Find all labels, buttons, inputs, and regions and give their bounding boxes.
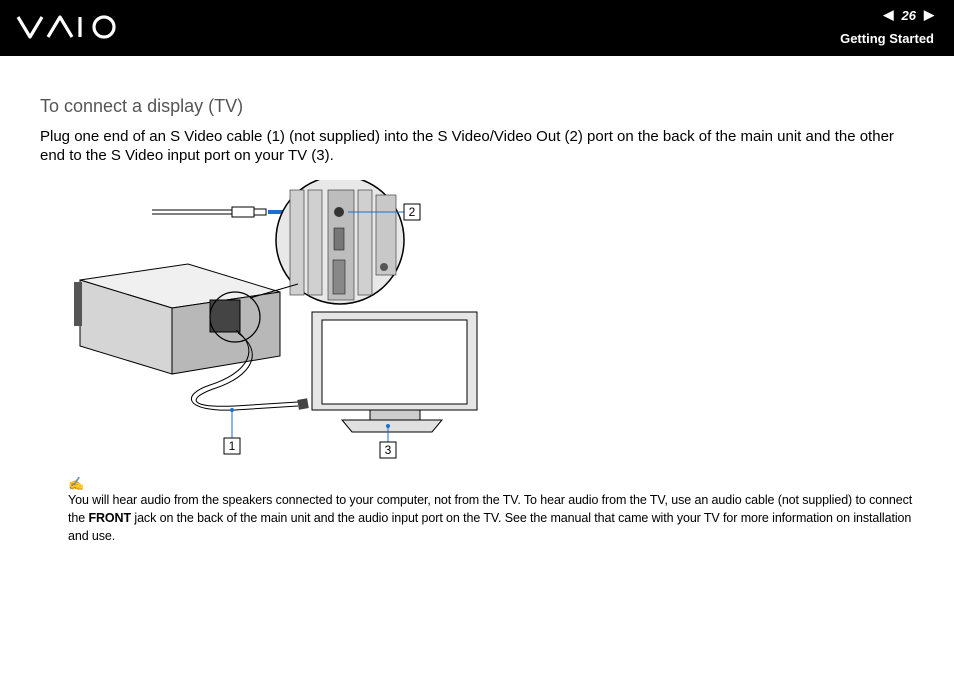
- s-video-cable-plug: [152, 206, 267, 218]
- front-jack-label: FRONT: [88, 511, 132, 525]
- note-text-part: You will hear audio from the speakers co…: [68, 493, 913, 525]
- page-nav: ◀ 26 ▶: [884, 7, 934, 23]
- page-header: ◀ 26 ▶ Getting Started: [0, 0, 954, 56]
- callout-2: 2: [348, 203, 421, 221]
- section-title: Getting Started: [840, 31, 934, 46]
- callout-1: 1: [223, 408, 241, 455]
- tv-display: [311, 311, 478, 433]
- left-triangle-icon[interactable]: ◀: [883, 7, 894, 22]
- callout-1-label: 1: [229, 439, 236, 453]
- pencil-note-icon: ✍: [68, 476, 85, 491]
- page-number: 26: [901, 7, 916, 23]
- connection-diagram: 1 2 3: [74, 180, 478, 459]
- callout-3-label: 3: [385, 443, 392, 457]
- instruction-text: Plug one end of an S Video cable (1) (no…: [40, 128, 894, 164]
- note-text: You will hear audio from the speakers co…: [68, 491, 914, 545]
- back-panel-magnified: [275, 180, 405, 305]
- callout-2-label: 2: [409, 205, 416, 219]
- note-text-part: jack on the back of the main unit and th…: [68, 511, 912, 543]
- vaio-logo: [16, 15, 116, 39]
- right-triangle-icon[interactable]: ▶: [924, 7, 934, 22]
- page-title: To connect a display (TV): [40, 96, 244, 116]
- computer-main-unit: [74, 263, 281, 375]
- callout-3: 3: [379, 424, 397, 459]
